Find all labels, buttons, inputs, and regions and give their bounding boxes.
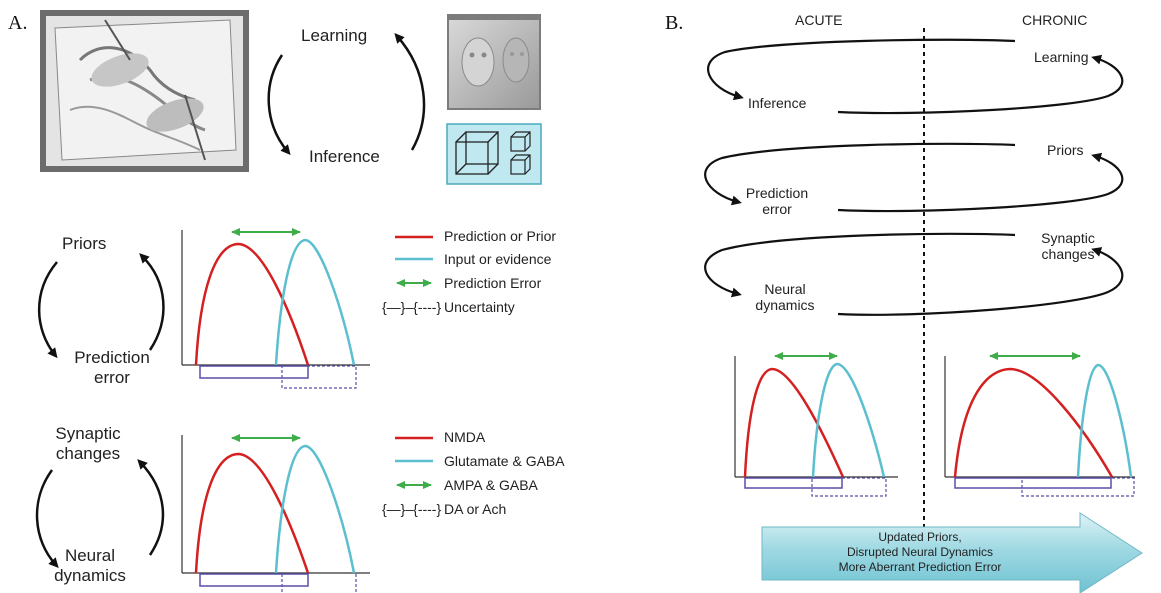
prior-uncertainty	[199, 365, 309, 379]
chart-prior-evidence	[181, 228, 370, 389]
legend1-prior: Prediction or Prior	[444, 228, 557, 244]
panel-b-loops	[704, 38, 1124, 316]
progression-arrow	[761, 512, 1143, 593]
legend1-swatches	[395, 235, 433, 287]
panel-b-letter: B.	[665, 12, 684, 34]
legend1-uncertainty: Uncertainty	[444, 299, 515, 315]
evidence-curve	[274, 238, 356, 366]
legend2-glutamate: Glutamate & GABA	[444, 453, 565, 469]
header-acute: ACUTE	[795, 12, 843, 28]
legend2-ampa: AMPA & GABA	[444, 477, 538, 493]
chronic-chart	[944, 352, 1135, 497]
hollow-face-image	[447, 14, 541, 110]
legend1-uncertainty-symbol: {—}–{----}	[382, 299, 442, 315]
label-priors-b: Priors	[1047, 142, 1084, 158]
legend2-nmda: NMDA	[444, 429, 486, 445]
prior-curve	[194, 242, 310, 366]
cycle-arrows-a	[35, 32, 426, 568]
label-inference-b: Inference	[748, 95, 807, 111]
legend1-evidence: Input or evidence	[444, 251, 552, 267]
label-learning-b: Learning	[1034, 49, 1089, 65]
legend2-da: DA or Ach	[444, 501, 507, 517]
legend2-swatches	[395, 436, 433, 489]
progression-arrow-text: Updated Priors, Disrupted Neural Dynamic…	[838, 530, 1002, 574]
panel-a-letter: A.	[8, 12, 28, 34]
necker-cube-image	[446, 123, 542, 185]
label-learning: Learning	[301, 26, 368, 45]
header-chronic: CHRONIC	[1022, 12, 1088, 28]
label-inference: Inference	[309, 147, 380, 166]
legend2-da-symbol: {—}–{----}	[382, 501, 442, 517]
evidence-uncertainty	[281, 365, 357, 389]
acute-chart	[734, 352, 898, 497]
legend1-error: Prediction Error	[444, 275, 542, 291]
chart-neurotransmitters	[181, 434, 370, 592]
label-priors: Priors	[62, 234, 107, 253]
drawing-hands-image	[40, 10, 249, 172]
